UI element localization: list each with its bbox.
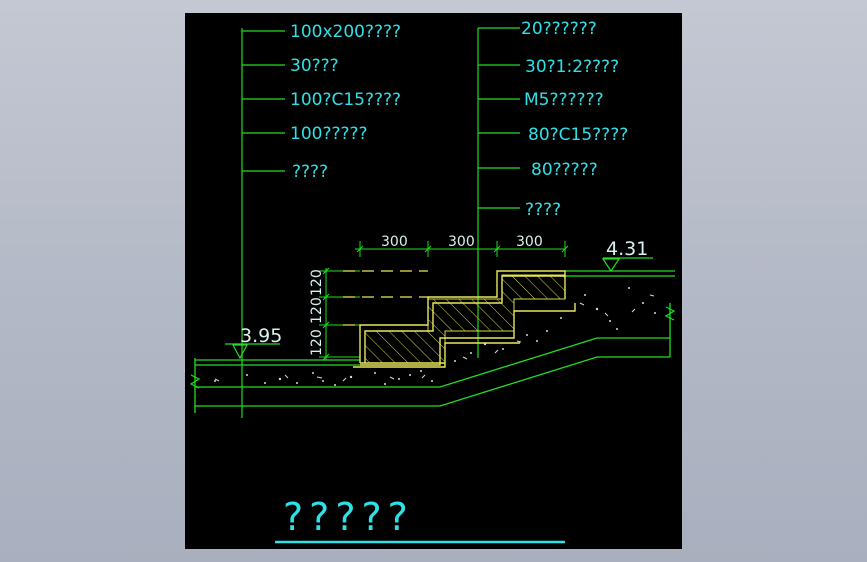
left-leader-group	[241, 28, 285, 418]
right-callout-4: 80?C15????	[528, 125, 628, 145]
left-callout-5: ????	[292, 162, 328, 182]
elevation-marker-high: 4.31	[601, 238, 653, 273]
break-marks	[189, 306, 676, 389]
drawing-title: ?????	[283, 495, 414, 539]
dim-horizontal-2: 300	[448, 234, 475, 250]
elevation-marker-low: 3.95	[225, 325, 282, 360]
fill-texture-strokes	[214, 294, 655, 382]
dim-vertical-2: 120	[309, 297, 325, 324]
right-callout-5: 80?????	[531, 160, 598, 180]
elevation-high-label: 4.31	[606, 238, 648, 260]
dim-vertical-1: 120	[309, 269, 325, 296]
step-concrete-body	[364, 274, 566, 364]
right-callout-labels: 20?????? 30?1:2???? M5?????? 80?C15???? …	[521, 19, 628, 220]
right-callout-2: 30?1:2????	[525, 57, 619, 77]
left-callout-2: 30???	[290, 56, 339, 76]
elevation-low-label: 3.95	[240, 325, 282, 347]
dashed-step-guides	[343, 270, 428, 326]
step-outline	[353, 270, 576, 368]
step-section-drawing: 100x200???? 30??? 100?C15???? 100????? ?…	[189, 19, 676, 544]
left-callout-4: 100?????	[290, 124, 368, 144]
dim-horizontal-1: 300	[381, 234, 408, 250]
cad-drawing-canvas: 100x200???? 30??? 100?C15???? 100????? ?…	[185, 13, 682, 549]
right-callout-3: M5??????	[524, 90, 604, 110]
paving-layers	[195, 270, 675, 366]
ground-lines	[194, 303, 671, 413]
horizontal-dimension-chain	[355, 241, 569, 257]
vertical-dimension-chain	[319, 267, 360, 361]
right-callout-1: 20??????	[521, 19, 597, 39]
left-callout-labels: 100x200???? 30??? 100?C15???? 100????? ?…	[290, 22, 401, 182]
left-callout-3: 100?C15????	[290, 90, 401, 110]
dim-horizontal-3: 300	[516, 234, 543, 250]
left-callout-1: 100x200????	[290, 22, 401, 42]
fill-texture-dots	[214, 287, 656, 386]
right-callout-6: ????	[525, 200, 561, 220]
dim-vertical-3: 120	[309, 329, 325, 356]
